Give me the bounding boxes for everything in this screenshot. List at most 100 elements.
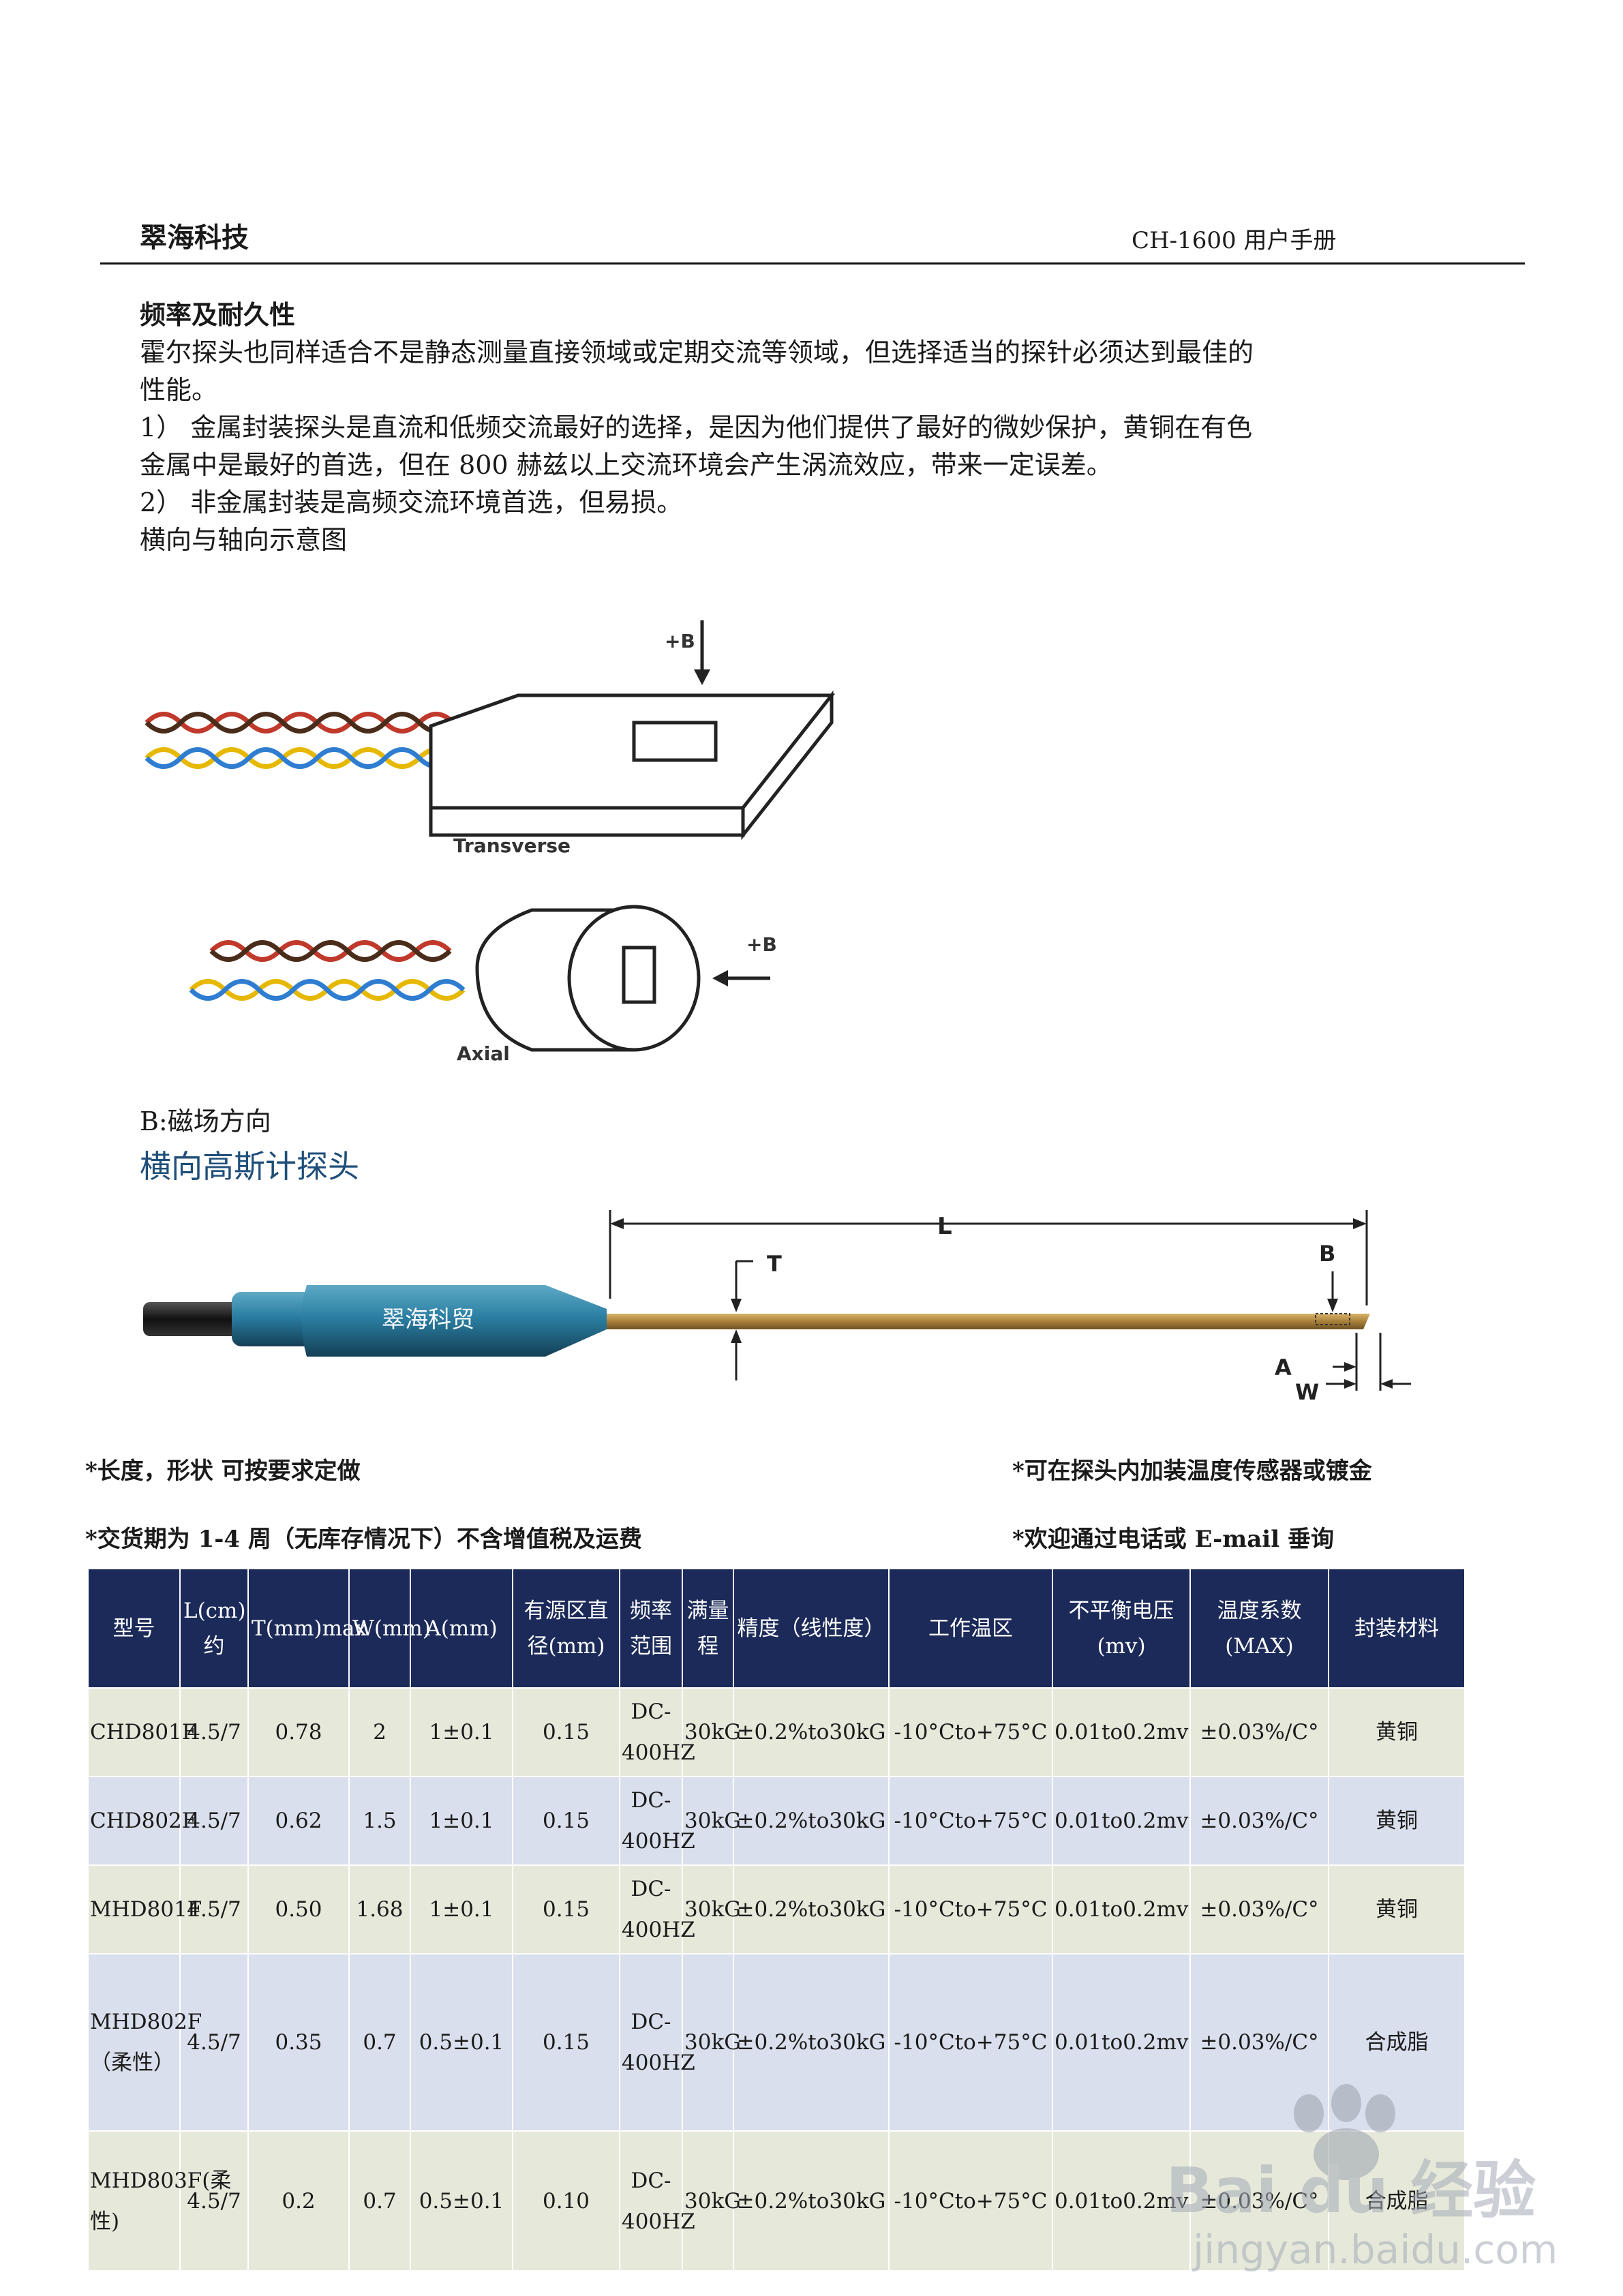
table-cell: 1.5: [348, 1776, 411, 1866]
intro-line: 1） 金属封装探头是直流和低频交流最好的选择，是因为他们提供了最好的微妙保护，黄…: [140, 412, 1253, 442]
table-cell: 0.15: [512, 1687, 620, 1777]
table-cell: 4.5/7: [179, 1864, 249, 1954]
column-header: 精度（线性度）: [733, 1568, 890, 1689]
column-header: 封装材料: [1328, 1568, 1466, 1689]
table-cell: MHD803F(柔性): [87, 2130, 231, 2271]
watermark-logo: Bai du 经验: [1166, 2154, 1536, 2227]
label-w: W: [1295, 1379, 1319, 1405]
label-l: L: [937, 1213, 952, 1240]
column-header: A(mm): [410, 1568, 513, 1689]
table-cell: DC-400HZ: [619, 1687, 695, 1777]
table-cell: -10°Cto+75°C: [888, 1953, 1053, 2132]
manual-title: CH-1600 用户手册: [1132, 227, 1337, 254]
column-header: 有源区直径(mm): [512, 1568, 620, 1689]
table-cell: 0.15: [512, 1953, 620, 2132]
column-header: W(mm): [348, 1568, 431, 1689]
intro-line: 横向与轴向示意图: [140, 525, 348, 555]
table-cell: 0.01to0.2mv: [1052, 1776, 1191, 1866]
table-cell: ±0.2%to30kG: [733, 1776, 890, 1866]
table-cell: 0.01to0.2mv: [1052, 1687, 1191, 1777]
axial-label: Axial: [457, 1042, 510, 1065]
table-cell: 1±0.1: [410, 1864, 513, 1954]
header-divider: [100, 262, 1525, 265]
table-cell: 1±0.1: [410, 1776, 513, 1866]
table-cell: ±0.03%/C°: [1189, 1864, 1329, 1954]
table-cell: 30kG: [682, 2130, 741, 2271]
table-cell: MHD802F（柔性）: [87, 1953, 202, 2132]
column-header: L(cm)约: [179, 1568, 249, 1689]
intro-line: 2） 非金属封装是高频交流环境首选，但易损。: [140, 487, 683, 517]
transverse-label: Transverse: [453, 834, 571, 857]
column-header: 工作温区: [888, 1568, 1053, 1689]
table-cell: 0.15: [512, 1776, 620, 1866]
table-cell: 4.5/7: [179, 1953, 249, 2132]
note-temperature-sensor: *可在探头内加装温度传感器或镀金: [1012, 1457, 1372, 1485]
label-b: B: [1319, 1241, 1335, 1267]
column-header: 温度系数(MAX): [1189, 1568, 1329, 1689]
table-cell: 30kG: [682, 1953, 741, 2132]
intro-line: 霍尔探头也同样适合不是静态测量直接领域或定期交流等领域，但选择适当的探针必须达到…: [140, 337, 1254, 367]
label-a: A: [1275, 1355, 1292, 1380]
section-title: 横向高斯计探头: [140, 1148, 359, 1185]
table-cell: -10°Cto+75°C: [888, 1687, 1053, 1777]
table-cell: 0.62: [247, 1776, 350, 1866]
paw-icon: [1294, 2084, 1395, 2180]
table-cell: 0.7: [348, 1953, 411, 2132]
probe-handle: [301, 1285, 607, 1357]
table-cell: 黄铜: [1328, 1776, 1466, 1866]
table-cell: 2: [348, 1687, 411, 1777]
dimension-a-w: [1326, 1333, 1411, 1391]
table-cell: MHD801F: [87, 1864, 202, 1954]
table-header-row: 型号 L(cm)约 T(mm)max W(mm) A(mm) 有源区直径(mm)…: [87, 1568, 1466, 1689]
transverse-probe: [429, 690, 836, 841]
intro-line: 性能。: [140, 375, 218, 405]
note-delivery: *交货期为 1-4 周（无库存情况下）不含增值税及运费: [85, 1526, 642, 1553]
table-cell: DC-400HZ: [619, 2130, 695, 2271]
axial-wires: [189, 940, 466, 1001]
table-cell: -10°Cto+75°C: [888, 2130, 1053, 2271]
table-cell: DC-400HZ: [619, 1953, 695, 2132]
table-cell: 30kG: [682, 1687, 741, 1777]
table-cell: DC-400HZ: [619, 1864, 695, 1954]
table-cell: 0.2: [247, 2130, 350, 2271]
table-cell: CHD802F: [87, 1776, 196, 1866]
watermark-url: jingyan.baidu.com: [1192, 2226, 1558, 2273]
baidu-jingyan-watermark: Bai du 经验 jingyan.baidu.com: [1166, 2084, 1558, 2273]
probe-spec-table: 型号 L(cm)约 T(mm)max W(mm) A(mm) 有源区直径(mm)…: [87, 1568, 1466, 2271]
table-cell: -10°Cto+75°C: [888, 1864, 1053, 1954]
probe-handle-collar: [232, 1292, 320, 1346]
column-header: 不平衡电压(mv): [1052, 1568, 1191, 1689]
table-cell: ±0.03%/C°: [1189, 1953, 1329, 2132]
probe-brand: 翠海科贸: [382, 1306, 474, 1333]
table-cell: ±0.2%to30kG: [733, 1953, 890, 2132]
field-direction-note: B:磁场方向: [140, 1106, 271, 1136]
transverse-field-arrow: [694, 620, 710, 685]
orientation-diagram: +B Transverse +B Axial: [145, 620, 836, 1065]
table-cell: 30kG: [682, 1864, 741, 1954]
table-cell: ±0.03%/C°: [1189, 2130, 1329, 2271]
table-cell: 0.50: [247, 1864, 350, 1954]
table-cell: 0.01to0.2mv: [1052, 2130, 1191, 2271]
column-header: 频率范围: [619, 1568, 683, 1689]
table-cell: 4.5/7: [179, 1776, 249, 1866]
table-cell: 黄铜: [1328, 1864, 1466, 1954]
table-cell: 4.5/7: [179, 2130, 249, 2271]
intro-line: 金属中是最好的首选，但在 800 赫兹以上交流环境会产生涡流效应，带来一定误差。: [140, 450, 1112, 480]
column-header: 型号: [87, 1568, 181, 1689]
table-cell: 30kG: [682, 1776, 741, 1866]
table-cell: CHD801F: [87, 1687, 196, 1777]
table-cell: 0.01to0.2mv: [1052, 1864, 1191, 1954]
table-cell: 0.01to0.2mv: [1052, 1953, 1191, 2132]
note-custom-length: *长度，形状 可按要求定做: [85, 1457, 361, 1485]
axial-field-arrow: [712, 970, 770, 986]
table-cell: 0.15: [512, 1864, 620, 1954]
axial-probe: [475, 905, 701, 1052]
plus-b-label-2: +B: [746, 933, 777, 956]
table-cell: ±0.2%to30kG: [733, 1687, 890, 1777]
table-cell: ±0.2%to30kG: [733, 1864, 890, 1954]
